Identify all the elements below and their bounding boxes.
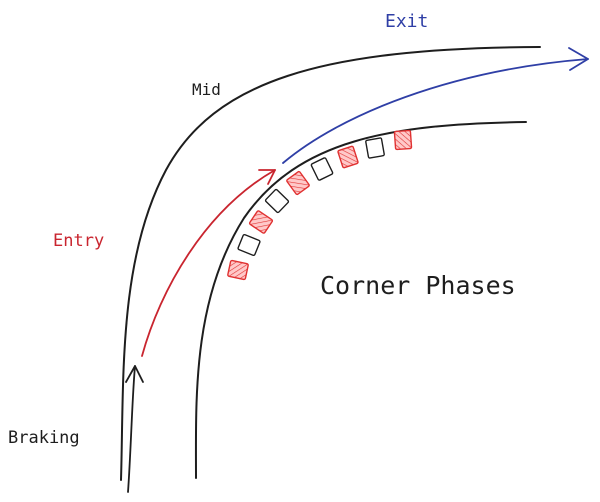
label-braking: Braking (8, 428, 80, 448)
kerb-block-white (310, 157, 334, 181)
exit-line (282, 58, 589, 164)
label-exit: Exit (385, 11, 428, 32)
kerb-blocks (227, 129, 413, 281)
exit-arrowhead (568, 47, 589, 71)
diagram-title: Corner Phases (320, 271, 516, 300)
braking-arrow (127, 365, 136, 493)
kerb-block-red (337, 145, 359, 169)
kerb-block-white (365, 137, 385, 159)
entry-line (141, 169, 276, 357)
track-inner-edge (194, 121, 527, 479)
kerb-block-red (248, 210, 274, 234)
kerb-block-white (264, 188, 290, 214)
kerb-block-red (286, 170, 310, 196)
kerb-block-white (237, 233, 261, 257)
label-entry: Entry (53, 231, 104, 251)
kerb-block-red (393, 129, 413, 151)
kerb-block-red (227, 259, 249, 281)
label-mid: Mid (192, 80, 221, 99)
track-outer-edge (120, 46, 541, 481)
entry-arrowhead (258, 169, 276, 185)
braking-arrowhead (125, 365, 144, 383)
